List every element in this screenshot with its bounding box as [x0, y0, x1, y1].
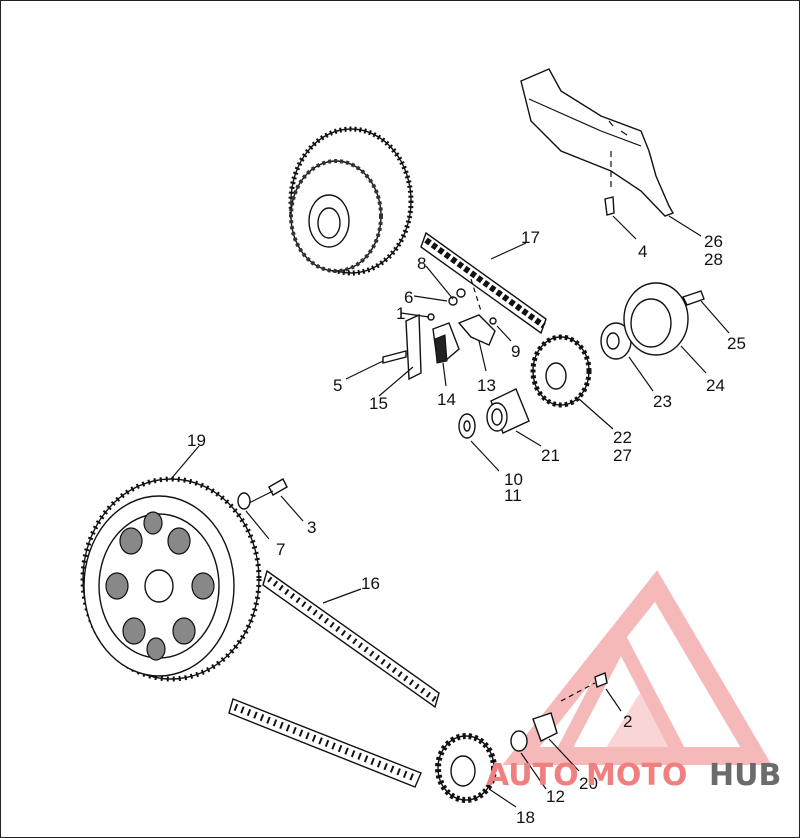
- callout-13: 13: [477, 376, 496, 395]
- callout-6: 6: [404, 288, 413, 307]
- callout-15: 15: [369, 394, 388, 413]
- callout-25: 25: [727, 334, 746, 353]
- callout-22: 22: [613, 428, 632, 447]
- callout-28: 28: [704, 250, 723, 269]
- callout-14: 14: [437, 390, 456, 409]
- sprocket-spacer: [486, 388, 530, 434]
- pulley-nut: [510, 730, 528, 752]
- callout-labels: 1 2 3 4 5 6 7 8 9 10 11 12 13 14 15 16 1…: [187, 228, 746, 827]
- drive-belt-lower: [228, 698, 422, 788]
- callout-16: 16: [361, 574, 380, 593]
- callout-1: 1: [396, 304, 405, 323]
- watermark-moto: MOTO: [586, 758, 687, 793]
- pulley-washer: [237, 492, 251, 510]
- watermark-hub: HUB: [709, 758, 781, 793]
- lock-bolt: [560, 672, 608, 702]
- chain-tensioner: [382, 288, 497, 381]
- primary-cover: [520, 68, 675, 217]
- cover-bolt: [604, 196, 615, 216]
- rotor: [623, 282, 689, 356]
- callout-11: 11: [504, 486, 522, 505]
- callout-21: 21: [541, 446, 560, 465]
- rotor-bolt: [682, 290, 705, 306]
- transmission-pulley: [435, 733, 497, 803]
- callout-26: 26: [704, 232, 723, 251]
- watermark-text: AUTO MOTO HUB: [486, 758, 781, 793]
- callout-4: 4: [638, 242, 647, 261]
- clutch-basket: [288, 126, 414, 276]
- callout-8: 8: [417, 254, 426, 273]
- callout-9: 9: [511, 342, 520, 361]
- drive-belt-upper: [262, 569, 440, 709]
- pulley-bolt: [248, 478, 288, 504]
- callout-24: 24: [706, 376, 725, 395]
- engine-sprocket: [530, 334, 592, 408]
- callout-19: 19: [187, 431, 206, 450]
- callout-10: 10: [504, 470, 523, 489]
- washer: [458, 413, 476, 439]
- primary-chain: [420, 231, 547, 335]
- callout-23: 23: [653, 392, 672, 411]
- callout-27: 27: [613, 446, 632, 465]
- stator: [600, 322, 632, 360]
- callout-2: 2: [623, 712, 632, 731]
- callout-12: 12: [546, 787, 565, 806]
- leader-lines: [170, 215, 730, 808]
- watermark-auto: AUTO: [486, 758, 579, 793]
- callout-20: 20: [579, 774, 598, 793]
- callout-17: 17: [521, 228, 540, 247]
- callout-18: 18: [516, 808, 535, 827]
- callout-3: 3: [307, 518, 316, 537]
- callout-7: 7: [276, 540, 285, 559]
- watermark-logo: [502, 570, 772, 765]
- lock-plate: [532, 712, 558, 742]
- rear-pulley: [80, 476, 262, 682]
- callout-5: 5: [333, 376, 342, 395]
